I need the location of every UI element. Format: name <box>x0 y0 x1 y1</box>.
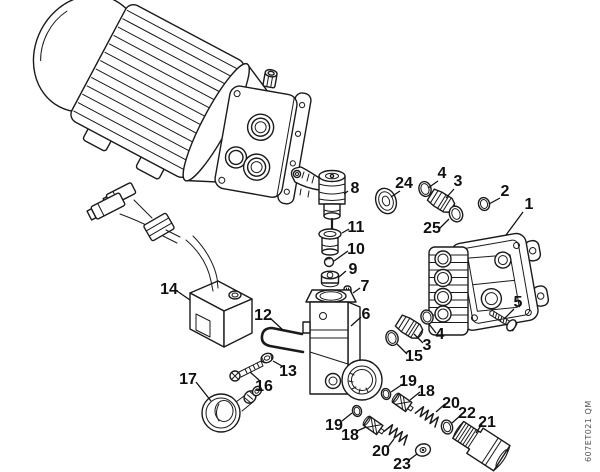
inline-connector <box>143 212 175 242</box>
callout-leader-20 <box>387 438 395 448</box>
spade-connector <box>86 192 126 221</box>
callout-leader-6 <box>350 316 362 327</box>
callout-number-17: 17 <box>179 371 197 388</box>
cap-23-drawing <box>414 443 432 457</box>
callout-number-1: 1 <box>525 196 534 213</box>
bolt-5-drawing <box>489 309 518 332</box>
cylinder-head-drawing <box>450 232 550 331</box>
regulator-valve-drawing <box>290 166 346 233</box>
callout-number-19: 19 <box>325 417 343 434</box>
o-ring-19-drawing <box>380 387 392 401</box>
callout-leader-13 <box>272 360 283 367</box>
o-ring-19-drawing <box>351 404 363 418</box>
callout-leader-15 <box>396 343 408 355</box>
callout-number-11: 11 <box>348 219 365 236</box>
callout-leader-5 <box>504 308 515 319</box>
callout-leader-1 <box>505 211 524 236</box>
callout-leader-14 <box>176 290 191 301</box>
callout-number-16: 16 <box>255 378 273 395</box>
callout-number-5: 5 <box>514 294 523 311</box>
callout-leader-16 <box>249 371 260 381</box>
outlet-coupling-drawing <box>452 420 511 472</box>
o-ring-22-drawing <box>440 419 454 435</box>
terminal-stud <box>262 68 278 89</box>
callout-leader-4 <box>428 323 437 334</box>
callout-number-12: 12 <box>254 307 272 324</box>
callout-number-13: 13 <box>279 363 297 380</box>
nut-drawing <box>260 352 274 364</box>
watermark-code: 607ET021 QM <box>584 400 593 462</box>
callout-number-4: 4 <box>438 165 447 182</box>
piston-cup-drawing <box>318 228 342 256</box>
callout-leader-17 <box>195 381 212 402</box>
callout-number-9: 9 <box>349 261 358 278</box>
callout-leader-11 <box>341 228 350 234</box>
callout-leader-8 <box>343 190 349 195</box>
callout-leader-4 <box>427 180 439 189</box>
o-ring-15-drawing <box>385 329 399 347</box>
callout-number-3: 3 <box>423 337 432 354</box>
o-ring-drawing <box>420 309 434 325</box>
callout-leader-19 <box>341 412 353 422</box>
callout-leader-9 <box>338 270 347 278</box>
callout-number-21: 21 <box>478 414 496 431</box>
callout-number-4: 4 <box>436 326 445 343</box>
callout-number-23: 23 <box>393 456 411 472</box>
pressure-switch-box <box>189 280 253 348</box>
callout-leader-21 <box>475 423 483 434</box>
callout-leader-22 <box>451 414 462 424</box>
callout-number-18: 18 <box>417 383 435 400</box>
oil-seal-drawing <box>374 187 398 215</box>
cylinder-bores <box>224 113 275 181</box>
switch-cable-drawing <box>86 182 253 348</box>
callout-number-24: 24 <box>395 175 413 192</box>
callout-number-25: 25 <box>423 220 441 237</box>
coupling-knob-drawing <box>201 385 263 433</box>
ring-25-drawing <box>448 205 464 223</box>
retaining-clip-drawing <box>260 326 305 354</box>
callout-number-2: 2 <box>501 183 510 200</box>
callout-leader-3 <box>445 188 455 199</box>
callout-leader-19 <box>390 383 404 393</box>
callout-number-6: 6 <box>362 306 371 323</box>
control-housing-drawing <box>302 289 383 401</box>
callout-number-22: 22 <box>458 405 476 422</box>
callout-leader-2 <box>488 197 501 205</box>
valve-seat-drawing <box>320 270 340 288</box>
callout-leader-18 <box>356 426 367 432</box>
callout-number-18: 18 <box>341 427 359 444</box>
callout-leader-7 <box>352 287 361 294</box>
valve-18-drawing <box>362 415 385 436</box>
spring-20-drawing <box>383 423 408 446</box>
callout-leader-20 <box>435 403 446 413</box>
valve-18-drawing <box>391 392 414 413</box>
o-ring-drawing <box>477 196 491 212</box>
callout-leader-3 <box>413 333 424 344</box>
ball-drawing <box>323 256 335 268</box>
callout-number-10: 10 <box>347 241 365 258</box>
callout-number-20: 20 <box>442 395 460 412</box>
callout-number-14: 14 <box>160 281 178 298</box>
callout-leader-12 <box>269 317 285 332</box>
callout-leader-23 <box>408 453 418 461</box>
callout-number-19: 19 <box>399 373 417 390</box>
bolt-16-drawing <box>229 360 264 382</box>
callout-leader-18 <box>409 391 421 401</box>
callout-number-8: 8 <box>351 180 360 197</box>
head-rib-block-drawing <box>428 246 469 336</box>
callout-number-3: 3 <box>454 173 463 190</box>
callout-leader-10 <box>333 250 349 262</box>
outlet-boss <box>341 359 383 401</box>
callout-number-7: 7 <box>361 278 370 295</box>
pump-housing-drawing <box>214 68 312 205</box>
callout-leader-24 <box>390 190 401 198</box>
callout-leader-25 <box>439 218 450 229</box>
callout-number-15: 15 <box>405 348 423 365</box>
spring-20-drawing <box>414 405 439 428</box>
callout-number-20: 20 <box>372 443 390 460</box>
